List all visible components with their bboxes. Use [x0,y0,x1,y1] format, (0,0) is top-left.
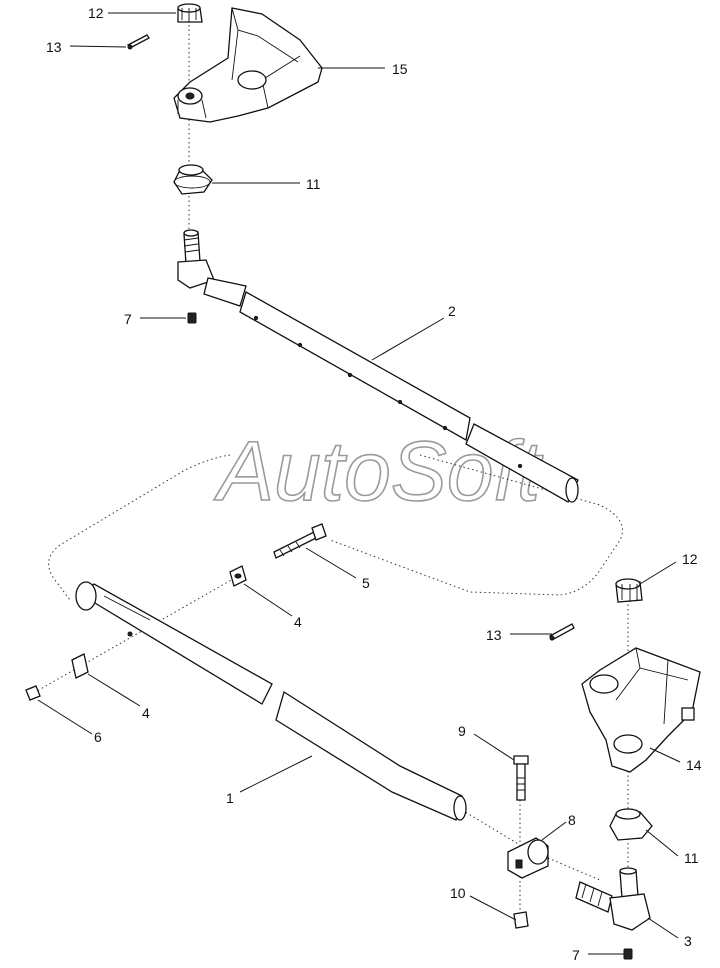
cotter-pin-right [549,623,575,641]
callout-12-right: 12 [682,551,698,567]
bolt-9 [513,755,529,801]
callout-12-top: 12 [88,5,104,21]
square-nut-lower [71,653,89,679]
leader-3 [647,917,679,939]
grease-fitting-top [187,312,197,324]
callout-15: 15 [392,61,408,77]
tube-lower [75,581,467,821]
hex-nut-6 [25,685,41,701]
leader-12-right [639,561,677,585]
callout-5: 5 [362,575,370,591]
callout-9: 9 [458,723,466,739]
callout-14: 14 [686,757,702,773]
cotter-pin-top [127,34,150,50]
grease-fitting-bottom [623,948,633,960]
leader-13-top [69,45,127,48]
leader-11-right [645,829,679,857]
leader-1 [239,755,313,793]
callout-8: 8 [568,812,576,828]
boot-seal-top [173,164,213,195]
callout-13-right: 13 [486,627,502,643]
centerline-bolt-top [29,574,241,696]
callout-4-upper: 4 [294,614,302,630]
centerline-rod-end [547,857,601,881]
callout-6: 6 [94,729,102,745]
callout-2: 2 [448,303,456,319]
square-nut-upper [229,565,247,587]
callout-1: 1 [226,790,234,806]
bracket-right [581,647,701,773]
callout-4-lower: 4 [142,705,150,721]
clamp [507,837,549,879]
bracket-upper [173,7,323,123]
leader-8 [541,821,567,841]
callout-13-top: 13 [46,39,62,55]
castle-nut-top [177,3,203,23]
boot-seal-right [609,808,653,841]
centerline-clamp [461,809,521,846]
tie-rod-upper [177,229,579,503]
leader-5 [305,547,357,579]
leader-14 [649,747,681,763]
assembly-outline [48,454,623,601]
hex-nut-10 [513,911,529,929]
callout-11-top: 11 [306,176,321,192]
callout-11-right: 11 [684,850,699,866]
leader-4-upper [243,583,293,617]
castle-nut-right [615,578,643,603]
leader-2 [371,317,445,361]
bolt-5 [273,523,327,559]
leader-10 [469,895,517,921]
callout-7-bottom: 7 [572,947,580,963]
leader-4-lower [87,673,141,707]
callout-10: 10 [450,885,466,901]
leader-9 [473,733,515,761]
rod-end [575,867,651,931]
leader-6 [37,699,93,735]
callout-7-top: 7 [124,311,132,327]
callout-3: 3 [684,933,692,949]
